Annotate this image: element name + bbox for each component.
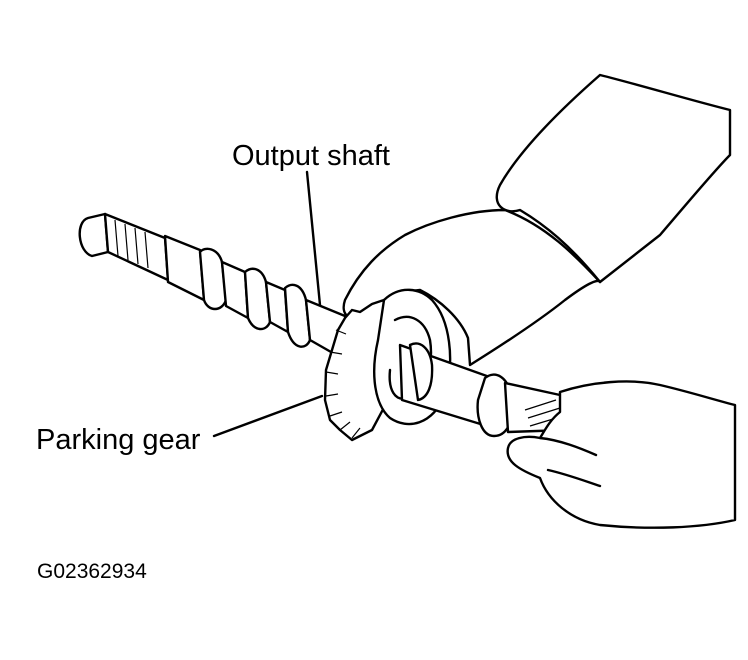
lower-hand	[506, 380, 737, 529]
output-shaft	[78, 212, 568, 442]
figure-code: G02362934	[37, 560, 147, 583]
output-shaft-label: Output shaft	[232, 140, 390, 172]
parking-gear-label: Parking gear	[36, 424, 201, 456]
output-shaft-leader	[305, 170, 322, 307]
parking-gear-leader	[212, 394, 324, 438]
